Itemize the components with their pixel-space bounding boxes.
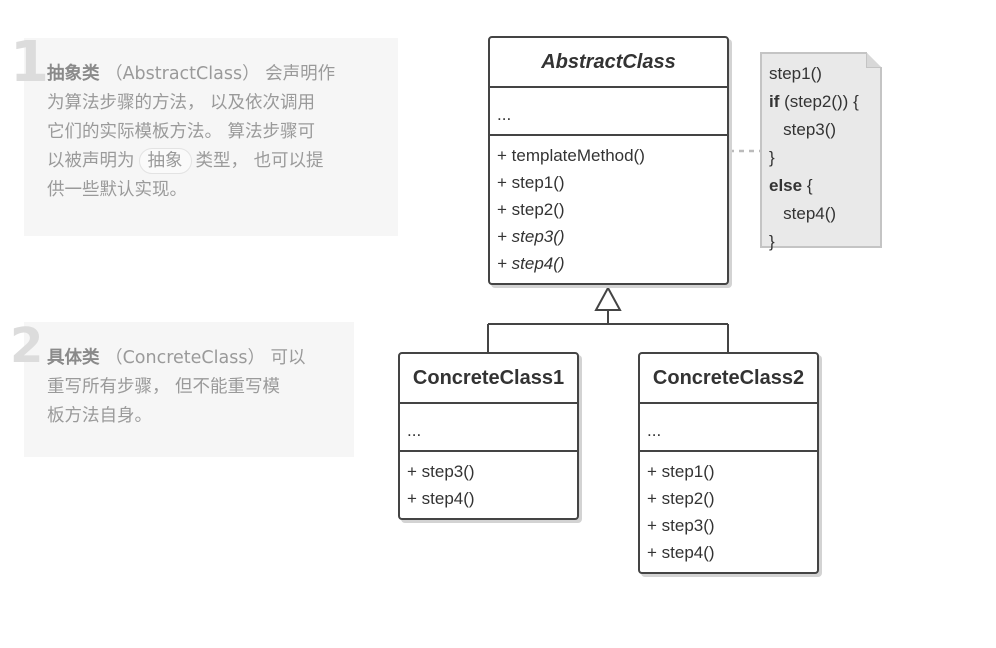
note-1-line-2: 为算法步骤的方法， 以及依次调用 [47, 93, 316, 113]
abstract-class-fields: ... [490, 88, 727, 136]
note-1-line-3: 它们的实际模板方法。 算法步骤可 [47, 122, 316, 142]
code-line-7: } [769, 232, 775, 251]
code-line-6: step4() [769, 204, 837, 223]
code-line-1: step1() [769, 64, 822, 83]
concrete-class-2-name: ConcreteClass2 [640, 354, 817, 404]
concrete-class-2-methods: + step1() + step2() + step3() + step4() [640, 452, 817, 566]
method-step3-abstract: + step3() [497, 227, 565, 246]
concrete-class-2-box: ConcreteClass2 ... + step1() + step2() +… [638, 352, 819, 574]
note-1-number: 1 [10, 30, 49, 95]
method-step1: + step1() [497, 173, 565, 192]
abstract-class-box: AbstractClass ... + templateMethod() + s… [488, 36, 729, 285]
c1-method-step4: + step4() [407, 489, 475, 508]
abstract-tag: 抽象 [138, 148, 192, 174]
method-step4-abstract: + step4() [497, 254, 565, 273]
c2-method-step3: + step3() [647, 516, 715, 535]
note-2-line-1: 具体类 （ConcreteClass） 可以 [47, 348, 306, 368]
concrete-class-1-fields: ... [400, 404, 577, 452]
c2-method-step4: + step4() [647, 543, 715, 562]
inheritance-arrow [594, 285, 622, 311]
note-concrete-class [24, 322, 354, 457]
method-step2: + step2() [497, 200, 565, 219]
code-line-5: else { [769, 176, 813, 195]
code-line-2: if (step2()) { [769, 92, 859, 111]
code-line-3: step3() [769, 120, 837, 139]
concrete-class-1-methods: + step3() + step4() [400, 452, 577, 512]
note-1-line-5: 供一些默认实现。 [47, 180, 187, 200]
note-fold-icon [866, 52, 882, 68]
c2-method-step2: + step2() [647, 489, 715, 508]
note-2-text: 具体类 （ConcreteClass） 可以 重写所有步骤， 但不能重写模 板方… [47, 344, 347, 431]
note-2-number: 2 [10, 318, 44, 374]
template-method-code-note: step1() if (step2()) { step3() } else { … [760, 52, 882, 251]
code-line-4: } [769, 148, 775, 167]
concrete-class-1-box: ConcreteClass1 ... + step3() + step4() [398, 352, 579, 520]
note-1-line-1: 抽象类 （AbstractClass） 会声明作 [47, 64, 336, 84]
concrete-class-1-name: ConcreteClass1 [400, 354, 577, 404]
note-1-text: 抽象类 （AbstractClass） 会声明作 为算法步骤的方法， 以及依次调… [47, 60, 392, 205]
note-2-line-2: 重写所有步骤， 但不能重写模 [47, 377, 281, 397]
note-1-line-4: 以被声明为抽象类型， 也可以提 [47, 147, 392, 176]
c1-method-step3: + step3() [407, 462, 475, 481]
abstract-class-methods: + templateMethod() + step1() + step2() +… [490, 136, 727, 277]
method-template: + templateMethod() [497, 146, 645, 165]
c2-method-step1: + step1() [647, 462, 715, 481]
note-2-line-3: 板方法自身。 [47, 406, 152, 426]
note-abstract-class [24, 38, 398, 236]
abstract-class-name: AbstractClass [490, 38, 727, 88]
concrete-class-2-fields: ... [640, 404, 817, 452]
